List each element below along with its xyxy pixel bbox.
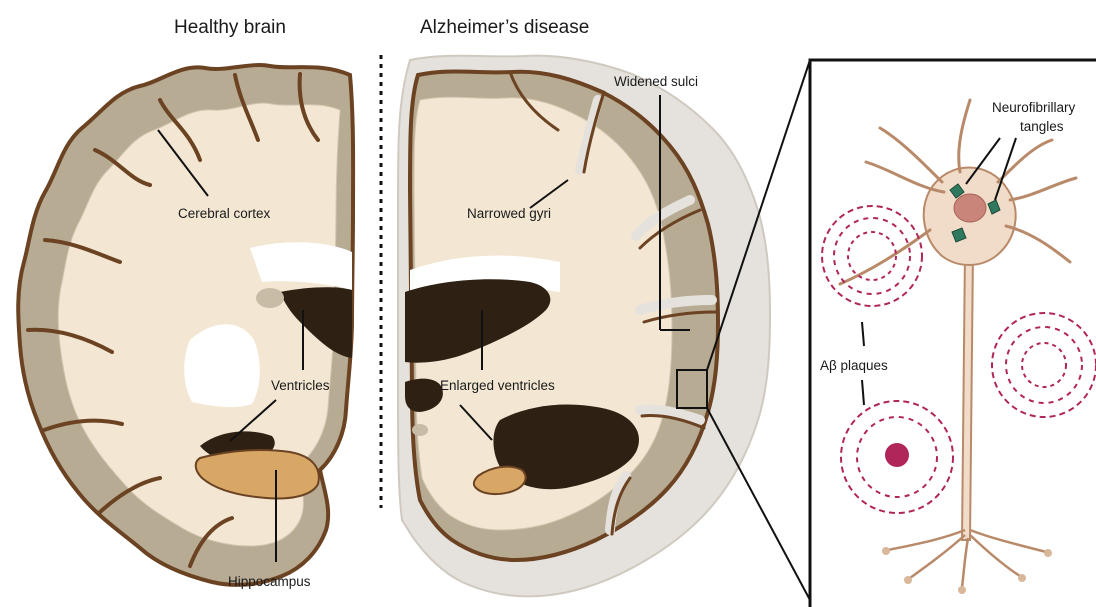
label-ventricles: Ventricles [271, 378, 330, 393]
healthy-caudate [256, 288, 284, 308]
zoom-line-bottom [707, 408, 810, 600]
title-alzheimers: Alzheimer’s disease [420, 17, 589, 38]
label-neurofibrillary-2: tangles [1020, 119, 1064, 134]
label-neurofibrillary-1: Neurofibrillary [992, 100, 1076, 115]
label-hippocampus: Hippocampus [228, 574, 311, 589]
magnified-panel [810, 60, 1096, 607]
panel-frame [810, 60, 1096, 607]
label-narrowed-gyri: Narrowed gyri [467, 206, 551, 221]
label-cerebral-cortex: Cerebral cortex [178, 206, 271, 221]
healthy-white-blob [184, 324, 260, 407]
label-ab-plaques: Aβ plaques [820, 358, 888, 373]
title-healthy: Healthy brain [174, 17, 286, 38]
label-enlarged-ventricles: Enlarged ventricles [440, 378, 555, 393]
label-widened-sulci: Widened sulci [614, 74, 698, 89]
alz-small-blob [412, 424, 428, 436]
alzheimers-brain [398, 56, 770, 597]
